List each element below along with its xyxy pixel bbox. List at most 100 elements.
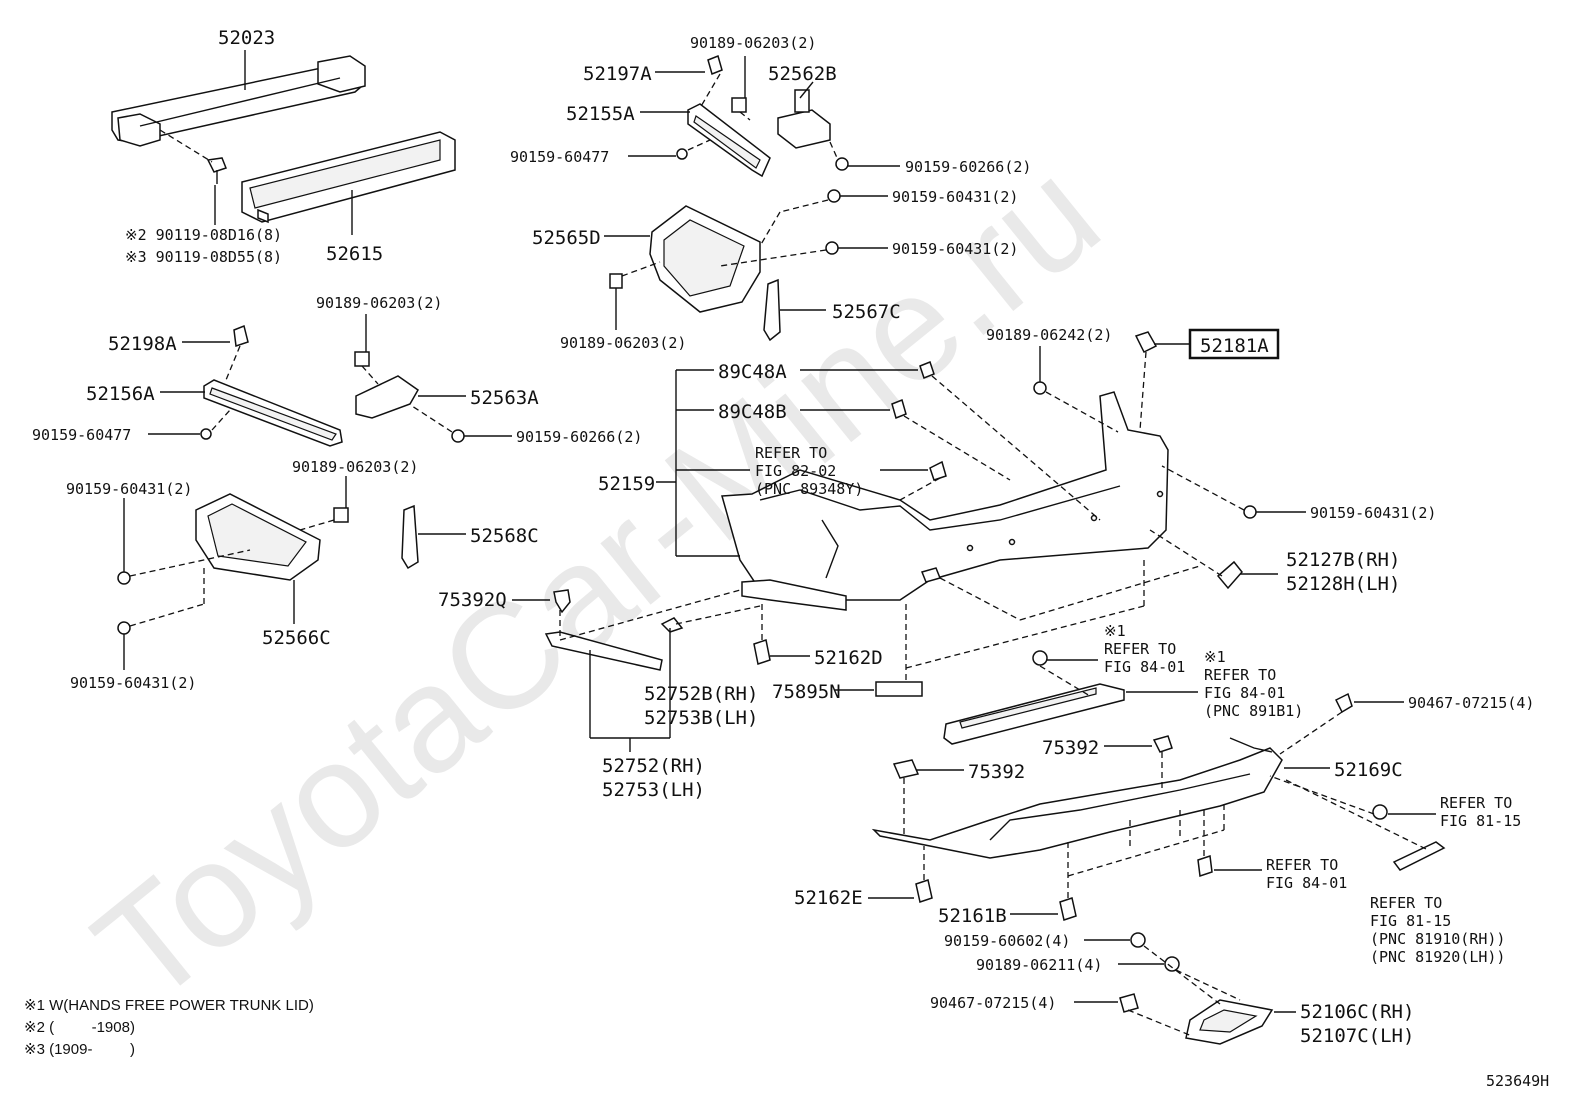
clip-75392-b[interactable] (892, 759, 920, 779)
bracket-52566C[interactable] (195, 493, 321, 581)
refer-82-02-line1[interactable]: REFER TO (755, 444, 827, 462)
label-52567C[interactable]: 52567C (832, 301, 901, 323)
clip-52752B[interactable] (660, 617, 684, 633)
clip-90467-top[interactable] (1334, 692, 1353, 714)
label-75392-b[interactable]: 75392 (968, 761, 1025, 783)
bolt-90159-60477-top[interactable] (676, 148, 688, 160)
refer-81-15-b-line2[interactable]: FIG 81-15 (1370, 912, 1451, 930)
label-52127B[interactable]: 52127B(RH) (1286, 549, 1400, 571)
lower-spoiler-52169C[interactable] (871, 737, 1283, 859)
label-52162E[interactable]: 52162E (794, 887, 863, 909)
reflector-81910[interactable] (1392, 841, 1446, 871)
label-90189-06242[interactable]: 90189-06242(2) (986, 326, 1112, 344)
bolt-90159-60431-a[interactable] (827, 189, 841, 203)
label-52197A[interactable]: 52197A (583, 63, 652, 85)
label-90159-60431-c[interactable]: 90159-60431(2) (66, 480, 192, 498)
label-52162D[interactable]: 52162D (814, 647, 883, 669)
refer-84-01-b-line1[interactable]: REFER TO (1204, 666, 1276, 684)
label-75392Q[interactable]: 75392Q (438, 589, 507, 611)
clip-52162E[interactable] (915, 879, 933, 903)
refer-81-15-b-line1[interactable]: REFER TO (1370, 894, 1442, 912)
label-52181A[interactable]: 52181A (1200, 335, 1269, 357)
end-cap-52181A[interactable] (1134, 331, 1158, 354)
label-90159-60431-d[interactable]: 90159-60431(2) (70, 674, 196, 692)
retainer-52155A[interactable] (687, 103, 771, 178)
label-52169C[interactable]: 52169C (1334, 759, 1403, 781)
refer-81-15-b-line3[interactable]: (PNC 81910(RH)) (1370, 930, 1505, 948)
label-90119-08d16[interactable]: ※2 90119-08D16(8) (125, 226, 282, 244)
bolt-90159-60431-d[interactable] (117, 621, 131, 635)
nut-90189-06211[interactable] (1164, 956, 1180, 972)
label-52128H[interactable]: 52128H(LH) (1286, 573, 1400, 595)
label-52615[interactable]: 52615 (326, 243, 383, 265)
spacer-52567C[interactable] (763, 278, 781, 342)
label-52562B[interactable]: 52562B (768, 63, 837, 85)
label-90159-60602[interactable]: 90159-60602(4) (944, 932, 1070, 950)
refer-84-01-a-line2[interactable]: FIG 84-01 (1104, 658, 1185, 676)
label-90189-06211[interactable]: 90189-06211(4) (976, 956, 1102, 974)
bolt-90159-60266-top[interactable] (835, 157, 849, 171)
label-90189-06203-left[interactable]: 90189-06203(2) (316, 294, 442, 312)
refer-84-01-a-line1[interactable]: REFER TO (1104, 640, 1176, 658)
label-90159-60431-e[interactable]: 90159-60431(2) (1310, 504, 1436, 522)
nut-90189-left2[interactable] (333, 507, 349, 523)
label-90189-06203-mid[interactable]: 90189-06203(2) (560, 334, 686, 352)
refer-81-15-b-line4[interactable]: (PNC 81920(LH)) (1370, 948, 1505, 966)
reflector-75895N[interactable] (875, 681, 923, 697)
bolt-90159-60602[interactable] (1130, 932, 1146, 948)
retainer-52156A[interactable] (203, 379, 343, 447)
label-90159-60266-left[interactable]: 90159-60266(2) (516, 428, 642, 446)
reinforcement-52023[interactable] (111, 55, 366, 147)
cover-52127B[interactable] (1216, 560, 1243, 590)
clip-75392-a[interactable] (1152, 735, 1173, 753)
label-75895N[interactable]: 75895N (772, 681, 841, 703)
nut-90189-06242[interactable] (1033, 381, 1047, 395)
nut-90189-mid[interactable] (609, 273, 623, 289)
label-52753B[interactable]: 52753B(LH) (644, 707, 758, 729)
bracket-52562B[interactable] (777, 89, 831, 149)
label-75392-a[interactable]: 75392 (1042, 737, 1099, 759)
label-90159-60477-top[interactable]: 90159-60477 (510, 148, 609, 166)
refer-84-01-b-line3[interactable]: (PNC 891B1) (1204, 702, 1303, 720)
label-90159-60477-left[interactable]: 90159-60477 (32, 426, 131, 444)
clip-8115a[interactable] (1372, 804, 1388, 820)
clip-52161B[interactable] (1059, 897, 1077, 921)
refer-84-01-c-line1[interactable]: REFER TO (1266, 856, 1338, 874)
clip-8401c[interactable] (1197, 854, 1213, 878)
label-90159-60266-top[interactable]: 90159-60266(2) (905, 158, 1031, 176)
bracket-89348Y[interactable] (929, 460, 947, 481)
bracket-52563A[interactable] (355, 375, 419, 419)
bracket-52565D[interactable] (649, 205, 761, 313)
clip-89C48B[interactable] (891, 398, 907, 420)
label-52566C[interactable]: 52566C (262, 627, 331, 649)
label-52156A[interactable]: 52156A (86, 383, 155, 405)
harness-bracket-891B1[interactable] (943, 683, 1125, 745)
label-52159[interactable]: 52159 (598, 473, 655, 495)
nut-8401a[interactable] (1032, 650, 1048, 666)
spacer-52568C[interactable] (401, 504, 419, 570)
bolt-90159-60266-left[interactable] (451, 429, 465, 443)
bolt-90159-60431-c[interactable] (117, 571, 131, 585)
clip-52197A[interactable] (707, 54, 723, 76)
clip-89C48A[interactable] (919, 361, 935, 379)
clip-75392Q[interactable] (553, 589, 571, 614)
bolt-90159-60477-left[interactable] (200, 428, 212, 440)
nut-90189-left[interactable] (354, 351, 370, 367)
label-90159-60431-a[interactable]: 90159-60431(2) (892, 188, 1018, 206)
refer-81-15-a-line1[interactable]: REFER TO (1440, 794, 1512, 812)
label-89C48A[interactable]: 89C48A (718, 361, 787, 383)
nut-90189-top[interactable] (731, 97, 747, 113)
moulding-52752[interactable] (544, 631, 663, 671)
label-52107C[interactable]: 52107C(LH) (1300, 1025, 1414, 1047)
bolt-90159-60431-b[interactable] (825, 241, 839, 255)
clip-90467-bottom[interactable] (1119, 993, 1139, 1013)
bumper-cover-52159[interactable] (721, 391, 1169, 611)
label-52752[interactable]: 52752(RH) (602, 755, 705, 777)
label-90189-06203-left2[interactable]: 90189-06203(2) (292, 458, 418, 476)
label-90159-60431-b[interactable]: 90159-60431(2) (892, 240, 1018, 258)
label-52568C[interactable]: 52568C (470, 525, 539, 547)
label-90119-08d55[interactable]: ※3 90119-08D55(8) (125, 248, 282, 266)
label-52752B[interactable]: 52752B(RH) (644, 683, 758, 705)
label-52155A[interactable]: 52155A (566, 103, 635, 125)
label-52106C[interactable]: 52106C(RH) (1300, 1001, 1414, 1023)
